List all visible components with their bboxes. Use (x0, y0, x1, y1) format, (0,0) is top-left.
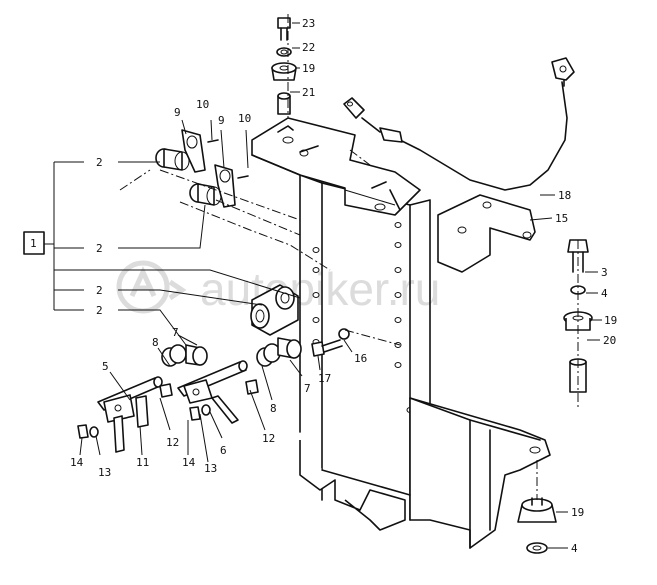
group-box-label: 1 (30, 237, 37, 250)
callout-7-left: 7 (172, 326, 179, 339)
callout-19-bottom: 19 (571, 506, 584, 519)
watermark-text: autopiker.ru (200, 263, 440, 315)
callout-9-right: 9 (218, 114, 225, 127)
callout-8-left: 8 (152, 336, 159, 349)
callout-13-right: 13 (204, 462, 217, 475)
callout-13-left: 13 (98, 466, 111, 479)
frame-base (299, 397, 551, 549)
callout-12-left: 12 (166, 436, 179, 449)
callout-8-right: 8 (270, 402, 277, 415)
bracket-15 (437, 194, 536, 273)
callout-2-b: 2 (96, 242, 103, 255)
left-shaft-assembly (77, 376, 173, 453)
callout-10-left: 10 (196, 98, 209, 111)
callout-17: 17 (318, 372, 331, 385)
callout-4-right: 4 (601, 287, 608, 300)
callout-12-right: 12 (262, 432, 275, 445)
frame-pivot-boss (250, 284, 299, 336)
callout-4-bottom: 4 (571, 542, 578, 555)
callout-21: 21 (302, 86, 315, 99)
callout-19-right: 19 (604, 314, 617, 327)
callout-11: 11 (136, 456, 149, 469)
top-fastener-stack (271, 17, 297, 115)
callout-2-c: 2 (96, 284, 103, 297)
callout-16: 16 (354, 352, 367, 365)
callout-23: 23 (302, 17, 315, 30)
right-shaft-assembly (177, 360, 259, 424)
callout-18: 18 (558, 189, 571, 202)
callout-6: 6 (220, 444, 227, 457)
upper-pivot-parts (155, 129, 249, 208)
callout-20: 20 (603, 334, 616, 347)
frame-top-plate (251, 117, 421, 216)
callout-5: 5 (102, 360, 109, 373)
group-box (23, 231, 45, 255)
callout-22: 22 (302, 41, 315, 54)
bolt-17-washer-16 (311, 328, 350, 357)
assembly-center-lines (119, 14, 579, 500)
leader-lines (79, 22, 602, 549)
callout-labels: 23 22 19 21 10 10 9 9 2 2 2 2 18 15 3 4 … (70, 17, 617, 555)
callout-19-top: 19 (302, 62, 315, 75)
callout-2-d: 2 (96, 304, 103, 317)
callout-15: 15 (555, 212, 568, 225)
callout-14-right: 14 (182, 456, 196, 469)
callout-14-left: 14 (70, 456, 84, 469)
cable-18 (343, 57, 575, 191)
callout-2-a: 2 (96, 156, 103, 169)
group-bracket: 1 (23, 161, 301, 346)
bottom-fastener-stack (517, 497, 557, 554)
callout-10-right: 10 (238, 112, 251, 125)
callout-7-right: 7 (304, 382, 311, 395)
callout-9-left: 9 (174, 106, 181, 119)
callout-3: 3 (601, 266, 608, 279)
lower-bushings (161, 337, 302, 367)
